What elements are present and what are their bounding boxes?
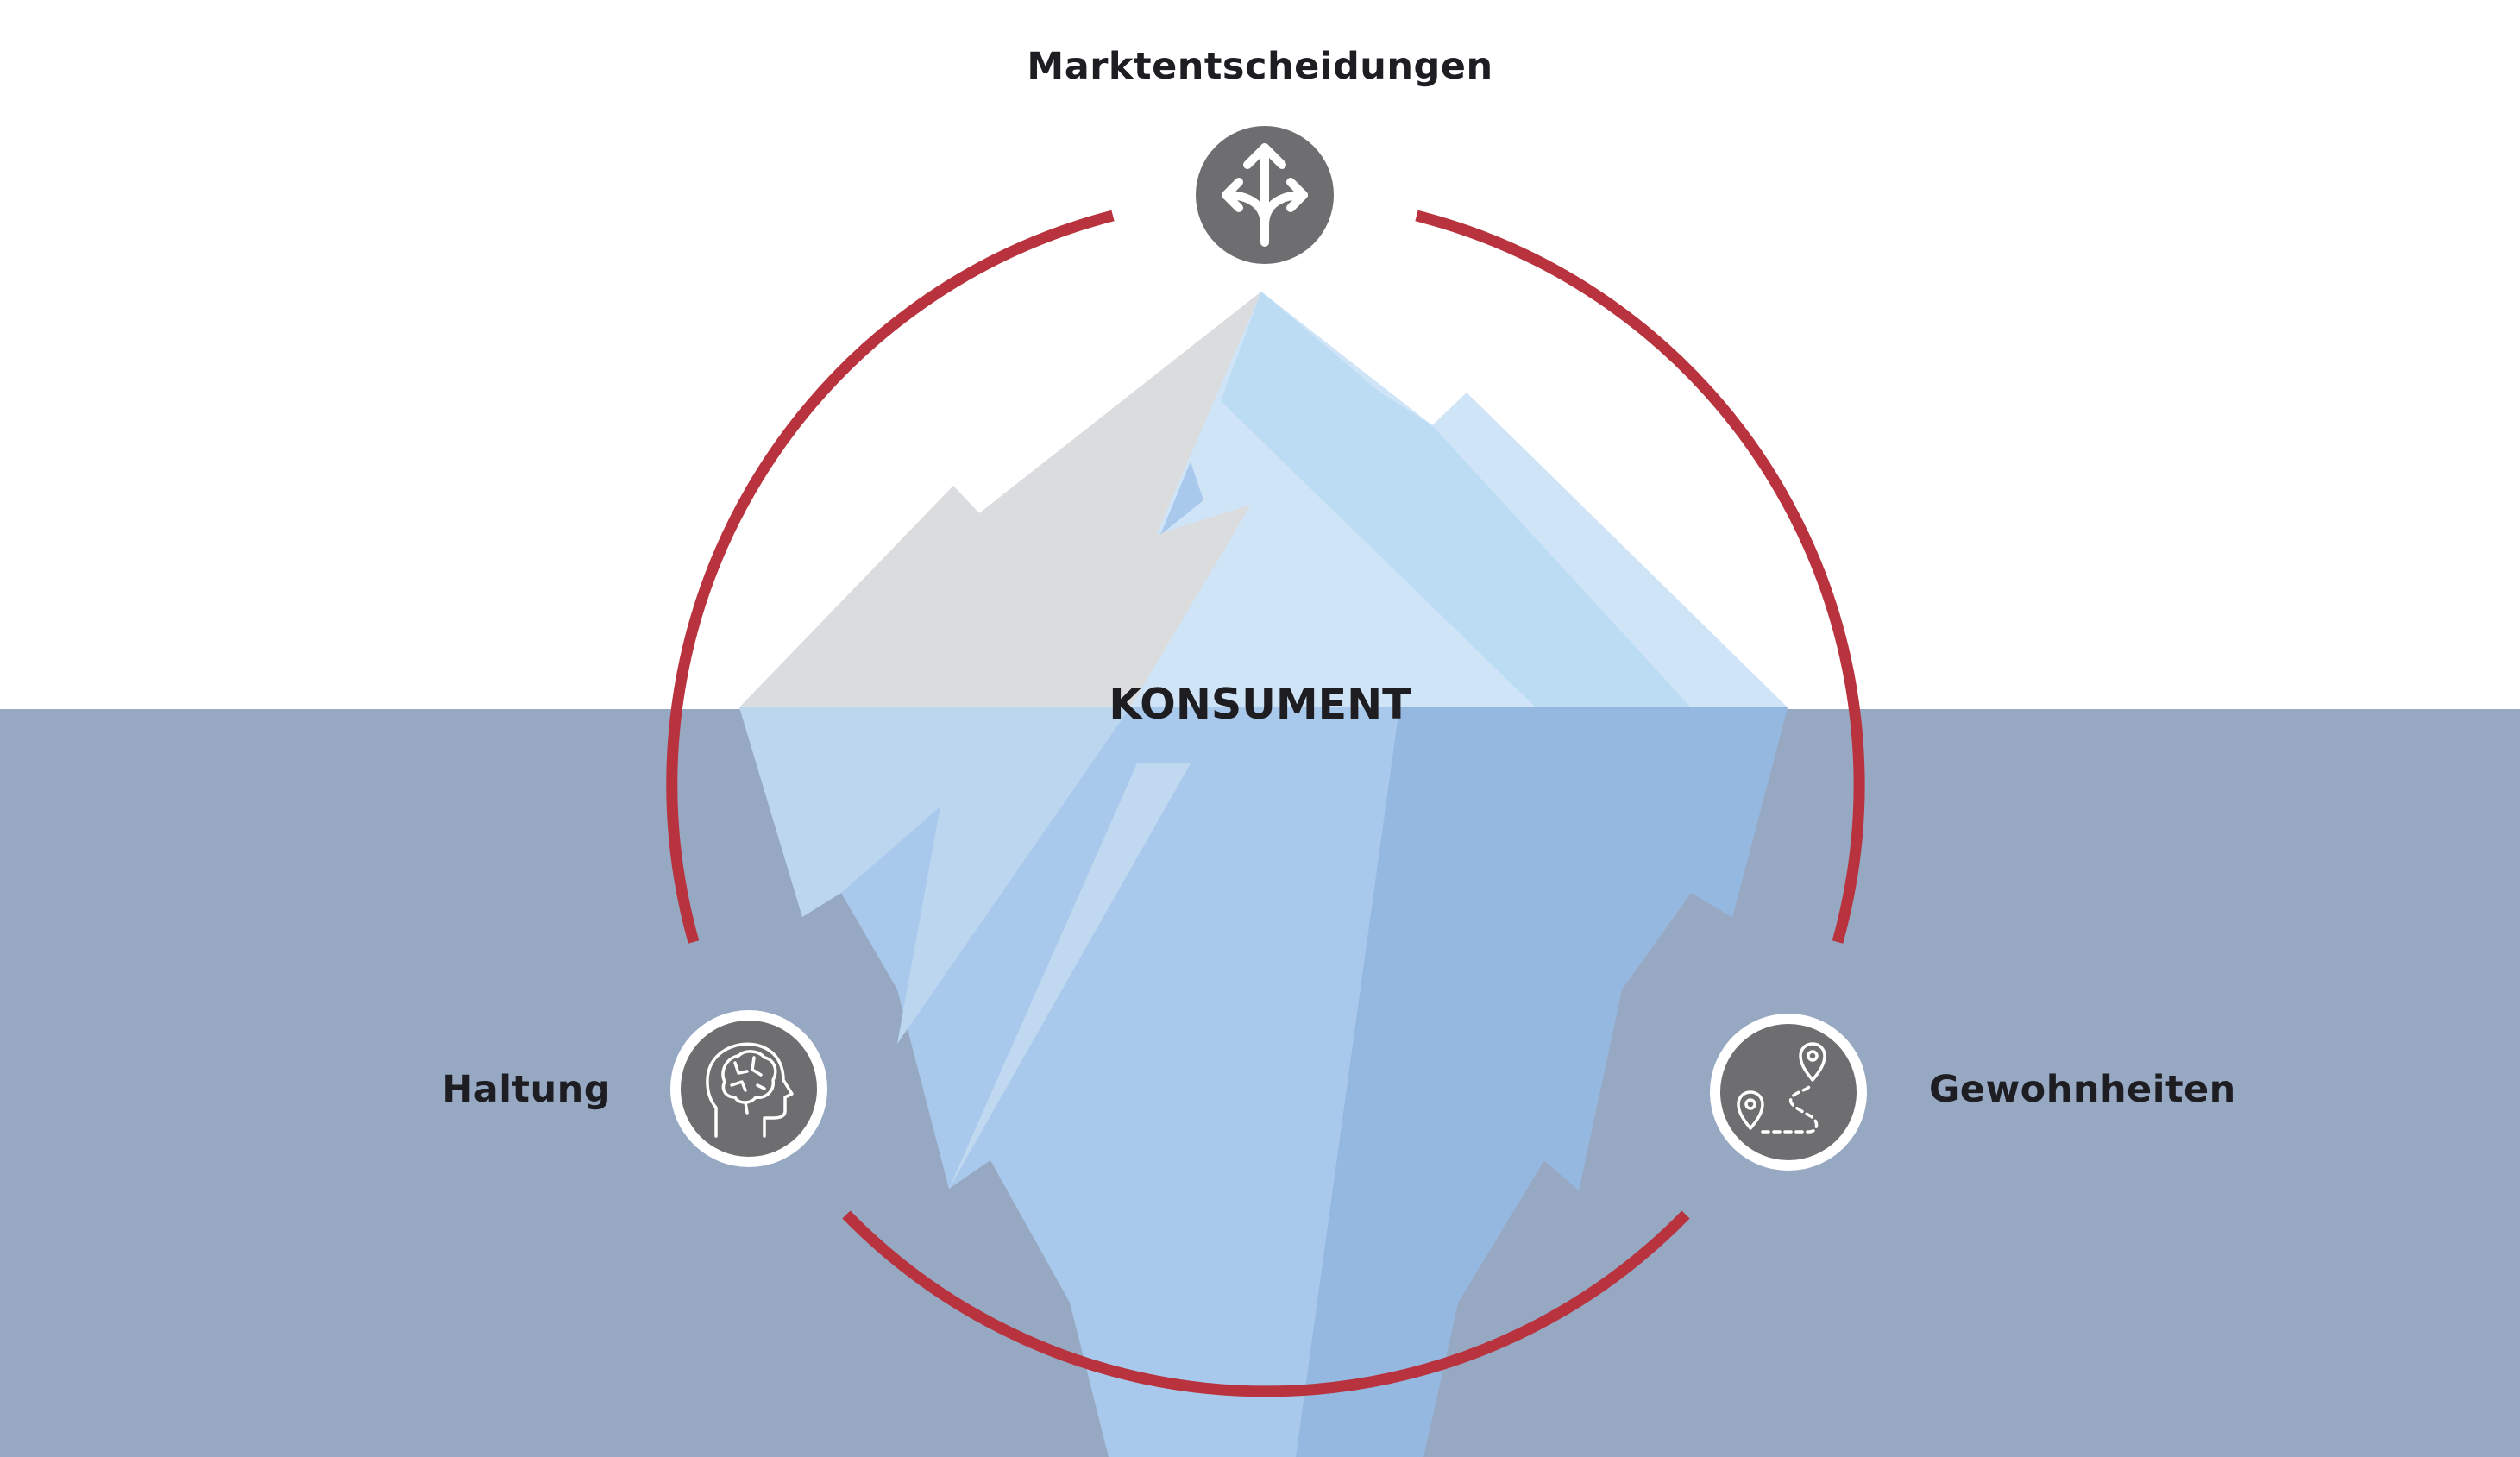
ring-arc-bottom <box>842 1210 1690 1397</box>
iceberg-bottom-right-face <box>1296 707 1788 1457</box>
iceberg-bottom-glint <box>949 763 1191 1189</box>
iceberg-top-notch <box>1160 462 1203 535</box>
split-arrows-icon <box>1196 126 1334 264</box>
iceberg-bottom-left-face <box>739 707 1130 1044</box>
node-label-marktentscheidungen: Marktentscheidungen <box>1027 45 1493 88</box>
iceberg-top <box>739 292 1788 707</box>
node-label-gewohnheiten: Gewohnheiten <box>1929 1068 2236 1111</box>
iceberg-top-shade <box>739 292 1261 707</box>
iceberg-bottom <box>739 707 1788 1457</box>
route-pins-icon <box>1710 1014 1867 1171</box>
center-label: KONSUMENT <box>1109 680 1411 729</box>
ring-arc-right <box>1415 210 1865 944</box>
cycle-ring <box>666 210 1865 1397</box>
head-brain-icon <box>670 1010 827 1167</box>
node-label-haltung: Haltung <box>442 1068 611 1111</box>
iceberg-top-mid <box>1221 292 1691 707</box>
ring-arc-left <box>666 210 1115 944</box>
